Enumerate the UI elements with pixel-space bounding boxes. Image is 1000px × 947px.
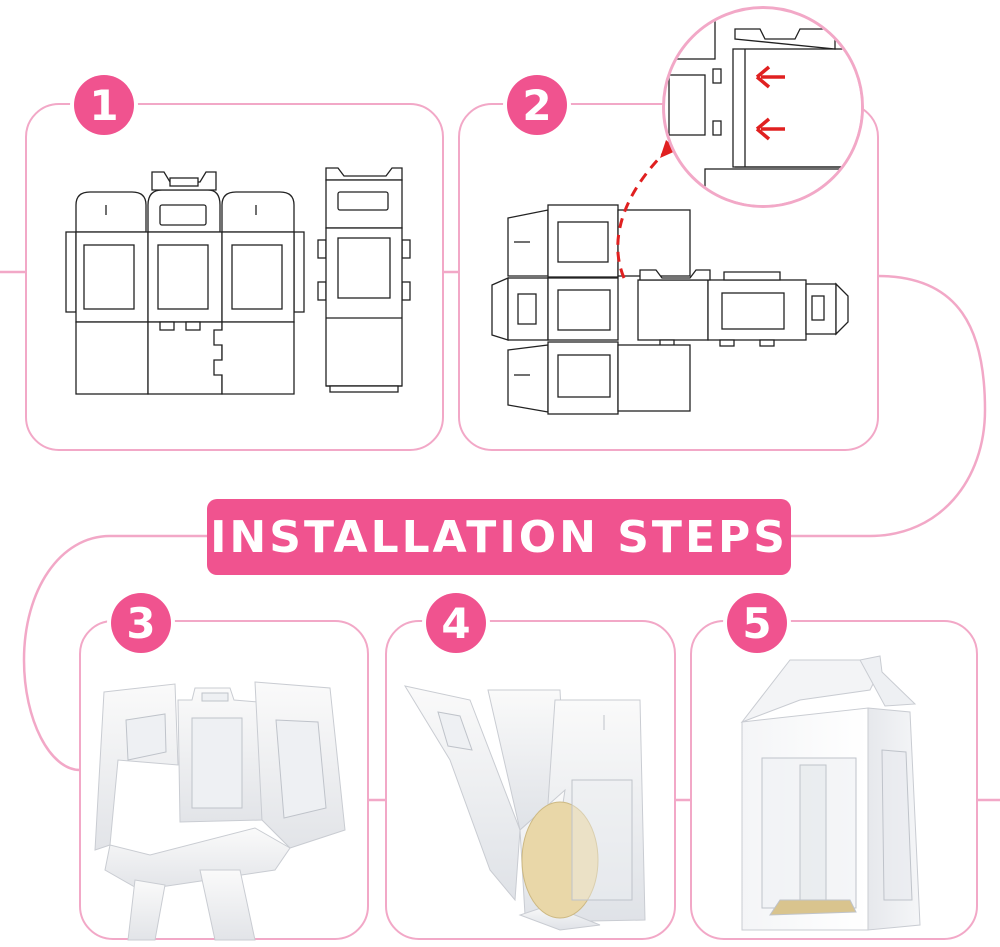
dashed-arrow-head-icon	[660, 140, 678, 158]
arrow-left-icon	[755, 65, 785, 89]
arrow-left-icon	[755, 117, 785, 141]
dashed-arrow-icon	[616, 150, 667, 279]
step-2-badge: 2	[507, 75, 567, 135]
installation-steps-title: INSTALLATION STEPS	[207, 499, 791, 575]
step-2-zoom-callout	[662, 6, 864, 208]
step-1-badge: 1	[74, 75, 134, 135]
step-3-badge: 3	[111, 593, 171, 653]
step-4-badge: 4	[426, 593, 486, 653]
step-5-badge: 5	[727, 593, 787, 653]
zoom-detail-drawing	[665, 9, 861, 205]
cake-board-icon	[521, 801, 599, 919]
